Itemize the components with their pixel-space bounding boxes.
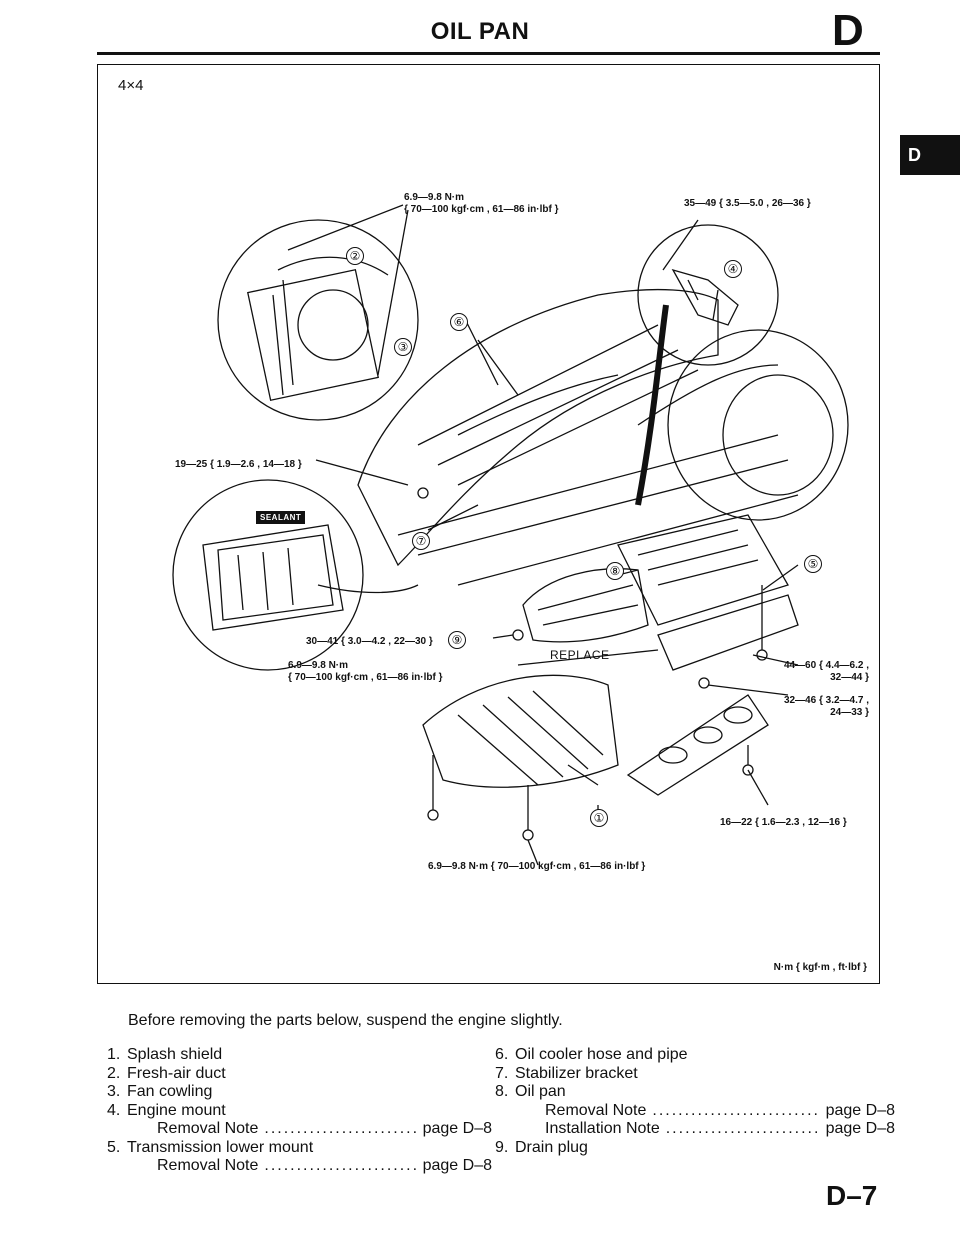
torque-top-line2: { 70—100 kgf·cm , 61—86 in·lbf }	[404, 204, 559, 215]
torque-right2-line2: 24—33 }	[830, 707, 869, 718]
intro-note: Before removing the parts below, suspend…	[128, 1012, 563, 1029]
callout-9: ⑨	[448, 631, 466, 649]
note-reference: Installation Note.......................…	[495, 1120, 895, 1139]
item-name: Transmission lower mount	[127, 1138, 314, 1156]
item-name: Fresh-air duct	[127, 1064, 226, 1082]
parts-list-right: 6. Oil cooler hose and pipe 7. Stabilizer …	[495, 1046, 895, 1157]
callout-6: ⑥	[450, 313, 468, 331]
front-bumper-outline	[357, 288, 719, 567]
callout-1: ①	[590, 809, 608, 827]
item-name: Stabilizer bracket	[515, 1064, 638, 1082]
front-tire	[667, 329, 849, 521]
oil-cooler-hose	[635, 304, 669, 506]
item-number: 3.	[107, 1083, 121, 1100]
page-reference: page D–8	[422, 1157, 492, 1174]
torque-pan-line1: 6.9—9.8 N·m	[288, 660, 349, 671]
torque-pan-line2: { 70—100 kgf·cm , 61—86 in·lbf }	[288, 672, 443, 683]
callout-4: ④	[724, 260, 742, 278]
callout-5: ⑤	[804, 555, 822, 573]
radiator-detail-circle	[217, 219, 419, 421]
note-name: Removal Note	[545, 1101, 647, 1119]
page-reference: page D–8	[825, 1120, 895, 1137]
parts-list-left: 1. Splash shield 2. Fresh-air duct 3. Fan c…	[107, 1046, 492, 1176]
note-reference: Removal Note............................…	[107, 1157, 492, 1176]
item-number: 7.	[495, 1064, 509, 1082]
torque-right1-line1: 44—60 { 4.4—6.2 ,	[783, 660, 869, 671]
replace-label: REPLACE	[550, 648, 610, 662]
list-item: 1. Splash shield	[107, 1046, 492, 1065]
list-item: 9. Drain plug	[495, 1139, 895, 1158]
list-item: 2. Fresh-air duct	[107, 1065, 492, 1084]
item-name: Fan cowling	[127, 1083, 213, 1100]
callout-3: ③	[394, 338, 412, 356]
variant-label: 4×4	[118, 77, 144, 94]
exploded-diagram: 4×4 6.9—9.8 N·m { 70—100 kgf·cm , 61—86 …	[97, 64, 880, 984]
transmission-mount	[657, 594, 799, 671]
list-item: 8. Oil pan	[495, 1083, 895, 1102]
item-name: Oil pan	[515, 1083, 566, 1100]
section-letter: D	[832, 6, 864, 55]
list-item: 6. Oil cooler hose and pipe	[495, 1046, 895, 1065]
list-item: 4. Engine mount	[107, 1102, 492, 1121]
torque-bottom: 6.9—9.8 N·m { 70—100 kgf·cm , 61—86 in·l…	[428, 861, 646, 872]
torque-right2-line1: 32—46 { 3.2—4.7 ,	[783, 695, 869, 706]
diagram-drawing	[172, 204, 849, 866]
note-reference: Removal Note............................…	[495, 1102, 895, 1121]
item-number: 4.	[107, 1101, 121, 1119]
torque-right1-line2: 32—44 }	[830, 672, 869, 683]
leader-dots: ........................................…	[665, 1120, 820, 1137]
item-name: Splash shield	[127, 1046, 223, 1063]
frame-rails	[397, 434, 799, 586]
sealant-label: SEALANT	[256, 511, 306, 524]
note-name: Removal Note	[157, 1157, 259, 1174]
item-number: 8.	[495, 1083, 509, 1100]
leader-dots: ........................................…	[652, 1101, 820, 1119]
units-legend: N·m { kgf·m , ft·lbf }	[773, 962, 867, 973]
oil-pan	[522, 568, 649, 643]
note-name: Installation Note	[545, 1120, 660, 1137]
page-reference: page D–8	[422, 1120, 492, 1137]
item-number: 6.	[495, 1046, 509, 1063]
callout-2: ②	[346, 247, 364, 265]
header-rule	[97, 52, 880, 55]
oil-pan-detail-circle	[172, 479, 364, 671]
page-reference: page D–8	[825, 1101, 895, 1119]
note-reference: Removal Note............................…	[107, 1120, 492, 1139]
callout-8: ⑧	[606, 562, 624, 580]
item-name: Engine mount	[127, 1101, 226, 1119]
item-number: 2.	[107, 1064, 121, 1082]
page-number: D–7	[826, 1180, 878, 1211]
item-name: Drain plug	[515, 1138, 588, 1156]
note-name: Removal Note	[157, 1120, 259, 1137]
torque-left: 19—25 { 1.9—2.6 , 14—18 }	[175, 459, 302, 470]
leader-dots: ........................................…	[264, 1157, 417, 1174]
page-title: OIL PAN	[430, 18, 530, 45]
leader-dots: ........................................…	[264, 1120, 417, 1137]
item-number: 5.	[107, 1138, 121, 1156]
section-side-tab: D	[900, 135, 960, 175]
callout-7: ⑦	[412, 532, 430, 550]
torque-right3: 16—22 { 1.6—2.3 , 12—16 }	[720, 817, 847, 828]
list-item: 3. Fan cowling	[107, 1083, 492, 1102]
item-name: Oil cooler hose and pipe	[515, 1046, 688, 1063]
torque-drain-plug: 30—41 { 3.0—4.2 , 22—30 }	[306, 636, 433, 647]
torque-engine-mount: 35—49 { 3.5—5.0 , 26—36 }	[684, 198, 811, 209]
item-number: 1.	[107, 1046, 121, 1063]
splash-shield-left	[422, 674, 619, 788]
list-item: 5. Transmission lower mount	[107, 1139, 492, 1158]
splash-shield-right	[626, 694, 769, 796]
torque-top-line1: 6.9—9.8 N·m	[404, 192, 465, 203]
mount-detail-circle	[637, 224, 779, 366]
list-item: 7. Stabilizer bracket	[495, 1065, 895, 1084]
item-number: 9.	[495, 1138, 509, 1156]
